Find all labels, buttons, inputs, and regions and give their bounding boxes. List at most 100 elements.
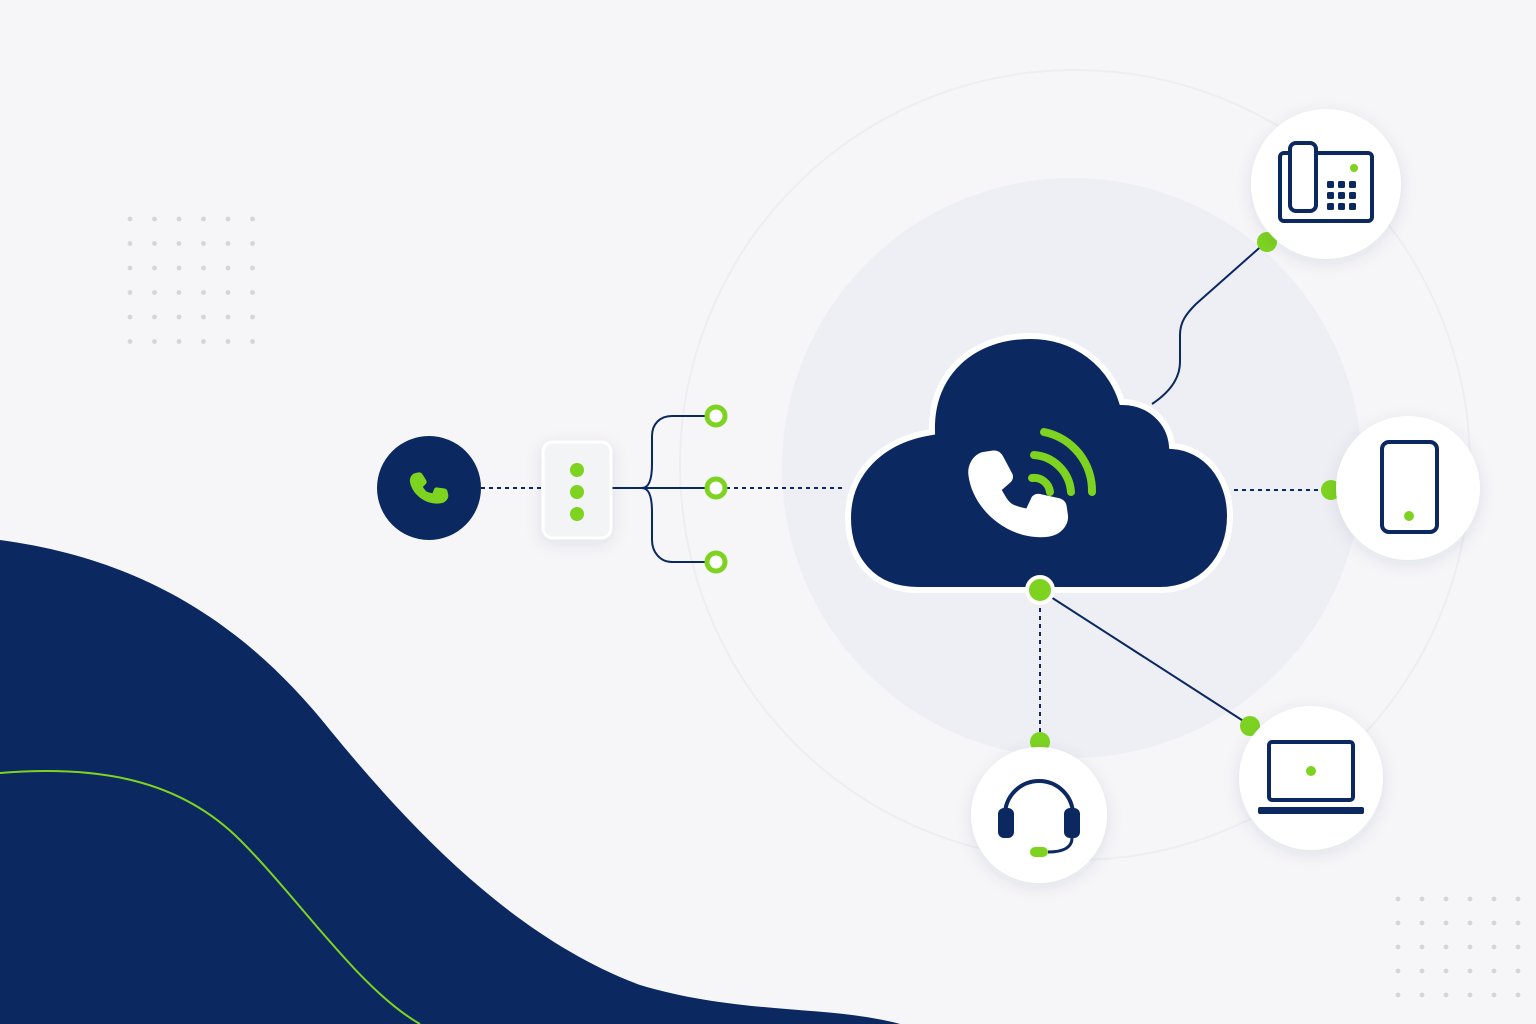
grid-dot — [1419, 920, 1425, 926]
grid-dot — [250, 216, 255, 222]
grid-dot — [201, 339, 206, 344]
grid-dot — [127, 339, 133, 344]
grid-dot — [1419, 896, 1425, 902]
grid-dot — [225, 265, 231, 271]
laptop-node — [1239, 706, 1383, 850]
grid-dot — [1515, 968, 1521, 974]
output-ring-middle — [704, 476, 728, 500]
grid-dot — [1395, 968, 1401, 974]
grid-dot — [176, 314, 182, 320]
grid-dot — [1419, 944, 1425, 950]
grid-dot — [201, 314, 206, 320]
keypad-key — [1327, 181, 1334, 188]
connection-dots — [1025, 232, 1341, 752]
mobile-node — [1336, 416, 1480, 560]
grid-dot — [250, 265, 255, 271]
green-wave-line — [0, 770, 421, 1024]
smartphone-icon — [1380, 440, 1439, 534]
output-ring-bottom — [704, 550, 728, 574]
grid-dot — [250, 314, 255, 320]
grid-dot — [1395, 944, 1401, 950]
grid-dot — [1443, 944, 1449, 950]
grid-dot — [1515, 944, 1521, 950]
grid-dot — [1515, 992, 1521, 998]
grid-dot — [1467, 968, 1473, 974]
router-dot — [570, 485, 584, 499]
dot-mobile — [1321, 480, 1341, 500]
call-router-node — [541, 440, 613, 540]
grid-dot — [1443, 968, 1449, 974]
grid-dot — [152, 216, 157, 222]
grid-dot — [1515, 896, 1521, 902]
grid-dot — [152, 314, 157, 320]
grid-dot — [225, 290, 231, 295]
cloud-shape — [844, 332, 1234, 593]
grid-dot — [201, 290, 206, 295]
phone-handset-icon — [409, 472, 449, 504]
grid-dot — [152, 339, 157, 344]
line-cloud-to-laptop — [1039, 589, 1249, 725]
signal-waves-icon — [1028, 428, 1097, 496]
grid-dot — [127, 314, 133, 320]
router-outputs — [704, 404, 728, 574]
desk-phone-icon — [1278, 141, 1374, 223]
grid-dot — [1467, 896, 1473, 902]
grid-dot — [176, 290, 182, 295]
grid-dot — [1467, 992, 1473, 998]
dot-grid-left — [127, 216, 255, 344]
router-dot — [570, 507, 584, 521]
grid-dot — [250, 339, 255, 344]
grid-dot — [1419, 968, 1425, 974]
grid-dot — [176, 216, 182, 222]
keypad-key — [1338, 192, 1345, 199]
grid-dot — [1467, 944, 1473, 950]
keypad-key — [1327, 203, 1334, 210]
grid-dot — [127, 265, 133, 271]
grid-dot — [1443, 896, 1449, 902]
grid-dot — [127, 216, 133, 222]
navy-wave-shape — [0, 540, 900, 1024]
keypad-key — [1349, 181, 1356, 188]
phone-handset-icon — [968, 450, 1068, 538]
headset-node — [971, 747, 1107, 883]
grid-dot — [176, 265, 182, 271]
grid-dot — [1395, 992, 1401, 998]
grid-dot — [127, 241, 133, 246]
grid-dot — [1467, 920, 1473, 926]
grid-dot — [1491, 968, 1497, 974]
grid-dot — [1443, 920, 1449, 926]
keypad-key — [1327, 192, 1334, 199]
dot-laptop — [1240, 716, 1260, 736]
desk-phone-node — [1251, 109, 1401, 259]
grid-dot — [1491, 944, 1497, 950]
grid-dot — [176, 339, 182, 344]
grid-dot — [152, 290, 157, 295]
dot-cloud-bottom — [1025, 575, 1055, 605]
laptop-icon — [1267, 740, 1355, 802]
incoming-call-node — [377, 436, 481, 540]
grid-dot — [1395, 920, 1401, 926]
grid-dot — [1515, 920, 1521, 926]
grid-dot — [250, 290, 255, 295]
keypad-key — [1338, 181, 1345, 188]
grid-dot — [1491, 992, 1497, 998]
grid-dot — [152, 265, 157, 271]
line-branch-bottom — [641, 487, 706, 563]
grid-dot — [1443, 992, 1449, 998]
dot-headset — [1030, 732, 1050, 752]
grid-dot — [250, 241, 255, 246]
keypad-key — [1338, 203, 1345, 210]
dot-desk-phone — [1257, 232, 1277, 252]
grid-dot — [225, 241, 231, 246]
output-ring-top — [704, 404, 728, 428]
grid-dot — [225, 314, 231, 320]
dot-grid-right — [1395, 896, 1521, 998]
grid-dot — [201, 216, 206, 222]
headset-icon — [998, 779, 1080, 857]
cloud-node — [844, 332, 1234, 593]
grid-dot — [201, 241, 206, 246]
grid-dot — [201, 265, 206, 271]
grid-dot — [1491, 896, 1497, 902]
grid-dot — [176, 241, 182, 246]
